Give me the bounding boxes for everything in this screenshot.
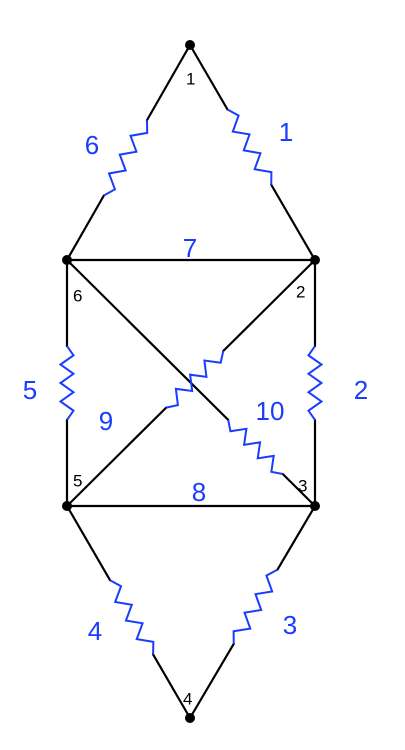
spring-element-5 bbox=[58, 345, 76, 421]
edge-10-lead-a bbox=[65, 258, 230, 421]
node-3 bbox=[310, 501, 320, 511]
element-label-10: 10 bbox=[256, 396, 285, 426]
element-label-8: 8 bbox=[192, 477, 206, 507]
edge-1-lead-a bbox=[270, 183, 317, 262]
edge-9-lead-a bbox=[65, 406, 168, 508]
spring-element-4 bbox=[109, 579, 155, 655]
edge-6-lead-a bbox=[65, 194, 106, 262]
spring-element-2 bbox=[306, 345, 324, 421]
node-label-3: 3 bbox=[298, 476, 307, 495]
element-label-4: 4 bbox=[88, 616, 102, 646]
edge-1-lead-b bbox=[188, 43, 229, 111]
edge-6-lead-b bbox=[145, 43, 192, 122]
node-label-4: 4 bbox=[183, 689, 192, 708]
spring-element-1 bbox=[227, 108, 273, 185]
node-2 bbox=[310, 255, 320, 265]
element-label-3: 3 bbox=[283, 610, 297, 640]
node-label-1: 1 bbox=[186, 69, 195, 88]
element-label-1: 1 bbox=[279, 117, 293, 147]
node-label-6: 6 bbox=[73, 286, 82, 305]
spring-element-6 bbox=[103, 120, 149, 197]
edge-3-lead-a bbox=[276, 504, 317, 571]
edge-10-lead-b bbox=[281, 472, 317, 508]
node-5 bbox=[62, 501, 72, 511]
element-label-6: 6 bbox=[85, 130, 99, 160]
node-label-2: 2 bbox=[296, 282, 305, 301]
edges-layer bbox=[65, 43, 317, 720]
node-label-5: 5 bbox=[73, 471, 82, 490]
edge-4-lead-a bbox=[152, 653, 192, 720]
nodes-layer bbox=[62, 40, 320, 723]
spring-element-3 bbox=[232, 568, 278, 644]
node-6 bbox=[62, 255, 72, 265]
element-label-2: 2 bbox=[354, 375, 368, 405]
element-label-5: 5 bbox=[23, 375, 37, 405]
spring-element-10 bbox=[227, 419, 283, 476]
element-label-9: 9 bbox=[99, 406, 113, 436]
node-1 bbox=[185, 40, 195, 50]
spring-element-9 bbox=[165, 350, 225, 409]
node-4 bbox=[185, 713, 195, 723]
labels-layer: 1 2 3 4 5 6 7 8 9 10 1 2 3 4 5 6 bbox=[23, 69, 368, 708]
edge-3-lead-b bbox=[188, 642, 235, 720]
element-label-7: 7 bbox=[183, 233, 197, 263]
edge-9-lead-b bbox=[222, 258, 317, 353]
edge-4-lead-b bbox=[65, 504, 112, 582]
springs-layer bbox=[58, 108, 324, 655]
